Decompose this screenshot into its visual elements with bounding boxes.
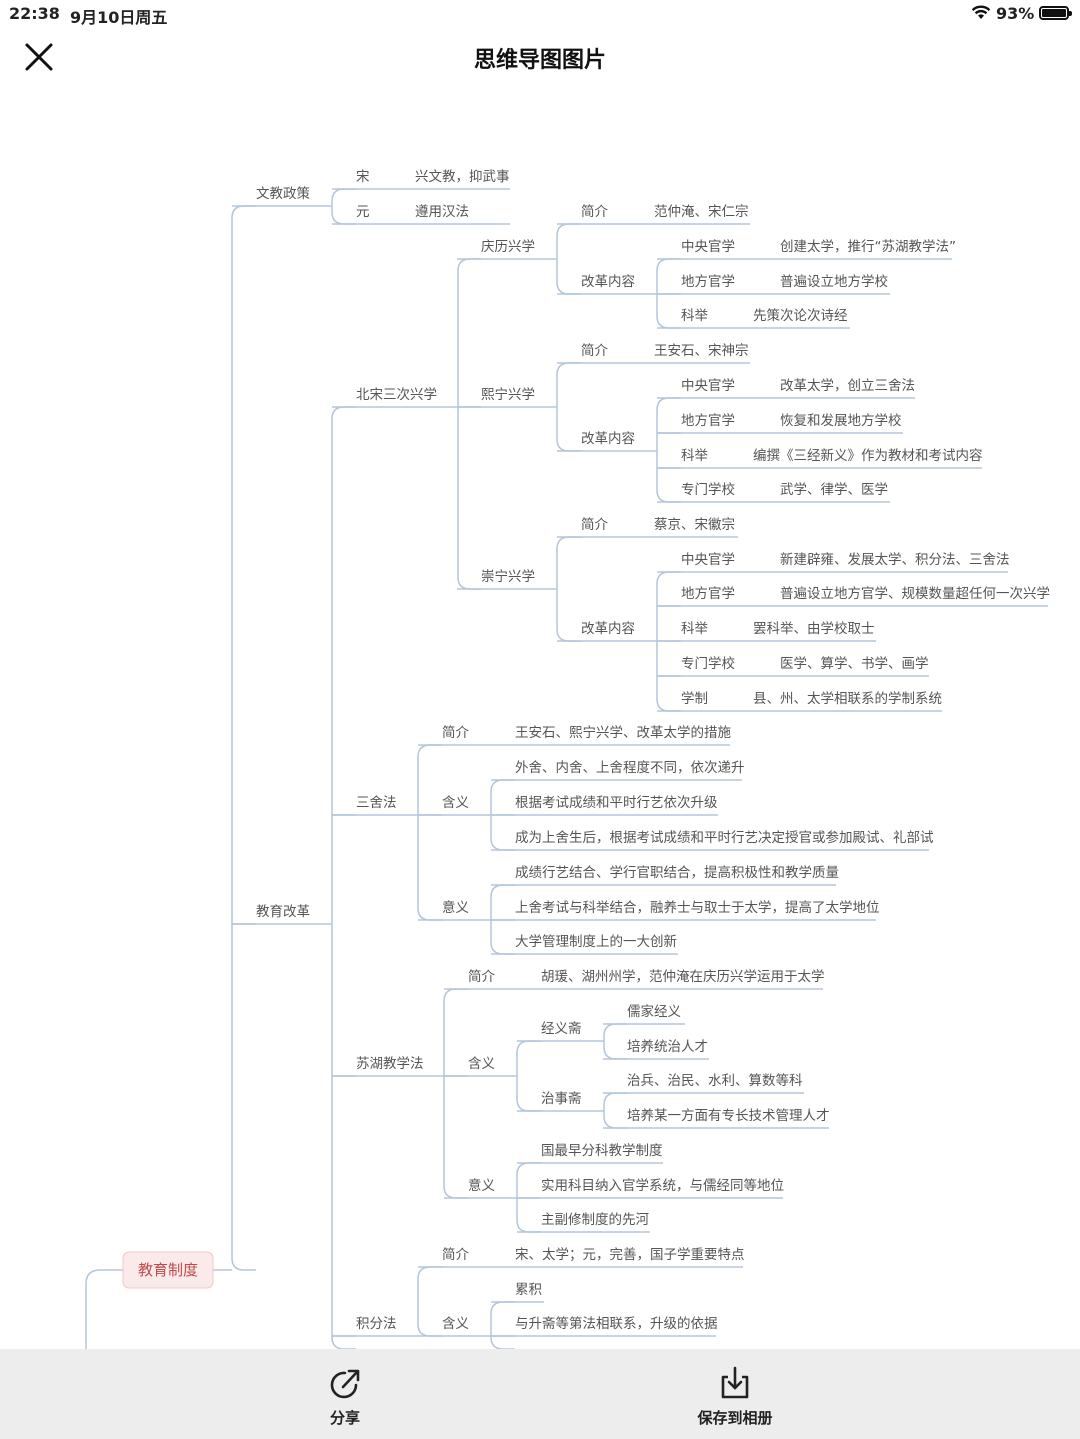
mindmap-node-n-xining: 熙宁兴学 xyxy=(481,386,535,403)
mindmap-node-n-xn-kj: 科举 xyxy=(681,448,709,464)
mindmap-node-n-ql-jj-v: 范仲淹、宋仁宗 xyxy=(654,204,749,220)
mindmap-node-n-cn-df: 地方官学 xyxy=(681,586,735,602)
mindmap-node-n-ql-kj-v: 先策次论次诗经 xyxy=(753,307,848,324)
mindmap-node-n-sh-zsz2: 培养某一方面有专长技术管理人才 xyxy=(627,1108,830,1124)
mindmap-node-n-cn-zm-v: 医学、算学、书学、画学 xyxy=(780,656,929,672)
mindmap-node-n-sh-hy: 含义 xyxy=(468,1056,495,1072)
mindmap-node-n-ss-yy: 意义 xyxy=(442,899,469,916)
mindmap-node-n-jiaoyugaige: 教育改革 xyxy=(256,904,310,920)
mindmap-node-n-yuan: 元 xyxy=(356,204,370,220)
mindmap-node-n-ss-hy2: 根据考试成绩和平时行艺依次升级 xyxy=(515,795,718,811)
mindmap-node-n-cn-zy-v: 新建辟雍、发展太学、积分法、三舍法 xyxy=(780,552,1010,568)
status-bar: 22:38 9月10日周五 93% xyxy=(0,0,1080,28)
mindmap-node-n-suhu: 苏湖教学法 xyxy=(356,1056,424,1072)
close-button[interactable] xyxy=(20,38,58,76)
mindmap-node-n-cn-jj-v: 蔡京、宋徽宗 xyxy=(654,517,735,533)
mindmap-node-n-yuan-v: 遵用汉法 xyxy=(415,203,469,220)
mindmap-node-n-cn-kj: 科举 xyxy=(681,621,709,637)
mindmap-node-n-song-v: 兴文教，抑武事 xyxy=(415,169,510,185)
battery-percent: 93% xyxy=(996,4,1035,23)
mindmap-node-n-xn-zy: 中央官学 xyxy=(681,378,735,394)
mindmap-node-n-xn-df-v: 恢复和发展地方学校 xyxy=(780,412,902,429)
mindmap-node-n-jf-jj: 简介 xyxy=(442,1246,469,1263)
wifi-icon xyxy=(971,5,991,25)
mindmap-node-n-beisong: 北宋三次兴学 xyxy=(356,387,437,403)
mindmap-node-n-sh-zsz1: 治兵、治民、水利、算数等科 xyxy=(627,1072,803,1089)
mindmap-node-n-ss-hy: 含义 xyxy=(442,795,469,811)
mindmap-node-n-song: 宋 xyxy=(356,169,370,185)
close-icon xyxy=(25,43,53,71)
mindmap-node-n-xn-gg: 改革内容 xyxy=(581,430,635,447)
share-button[interactable]: 分享 xyxy=(295,1349,395,1439)
mindmap-node-n-cn-jj: 简介 xyxy=(581,516,609,533)
mindmap-node-n-cn-kj-v: 罢科举、由学校取士 xyxy=(753,620,875,637)
mindmap-node-n-jifen: 积分法 xyxy=(356,1316,397,1332)
mindmap-node-n-xn-jj: 简介 xyxy=(581,342,609,359)
status-date: 9月10日周五 xyxy=(70,8,168,27)
mindmap-node-n-jf-hy1: 累积 xyxy=(515,1282,542,1298)
page-title: 思维导图图片 xyxy=(473,48,606,73)
bottom-toolbar: 分享 保存到相册 xyxy=(0,1349,1080,1439)
share-label: 分享 xyxy=(329,1409,360,1427)
mindmap-node-n-ss-yy3: 大学管理制度上的一大创新 xyxy=(515,934,677,950)
mindmap-node-n-ql-zy-v: 创建太学，推行“苏湖教学法” xyxy=(780,239,956,255)
mindmap-node-n-sh-yy: 意义 xyxy=(468,1177,495,1194)
mindmap-node-n-qingli: 庆历兴学 xyxy=(481,239,535,255)
mindmap-node-n-cn-df-v: 普遍设立地方官学、规模数量超任何一次兴学 xyxy=(780,586,1050,602)
mindmap-node-n-ql-jj: 简介 xyxy=(581,203,609,220)
mindmap-node-n-jiaoyuzhengce: 文教政策 xyxy=(256,185,310,202)
mindmap-node-n-xn-jj-v: 王安石、宋神宗 xyxy=(654,343,749,359)
mindmap-node-n-ss-jj-v: 王安石、熙宁兴学、改革太学的措施 xyxy=(515,724,731,741)
mindmap-node-n-xn-zm-v: 武学、律学、医学 xyxy=(780,482,888,498)
mindmap-node-n-ql-df-v: 普遍设立地方学校 xyxy=(780,273,888,290)
nav-bar: 思维导图图片 xyxy=(0,28,1080,88)
mindmap-node-n-sh-jj: 简介 xyxy=(468,968,495,985)
mindmap-node-n-sh-yy1: 国最早分科教学制度 xyxy=(541,1143,663,1159)
mindmap-node-n-ss-hy3: 成为上舍生后，根据考试成绩和平时行艺决定授官或参加殿试、礼部试 xyxy=(515,829,934,846)
mindmap-node-n-jf-jj-v: 宋、太学；元，完善，国子学重要特点 xyxy=(515,1247,745,1263)
mindmap-node-n-cn-xz-v: 县、州、太学相联系的学制系统 xyxy=(753,691,942,707)
mindmap-node-n-ss-yy1: 成绩行艺结合、学行官职结合，提高积极性和教学质量 xyxy=(515,864,839,881)
mindmap-node-n-jf-hy2: 与升斋等第法相联系，升级的依据 xyxy=(515,1315,718,1332)
mindmap-node-n-xn-df: 地方官学 xyxy=(681,413,735,429)
status-time: 22:38 xyxy=(9,4,60,23)
mindmap-node-n-ss-hy1: 外舍、内舍、上舍程度不同，依次递升 xyxy=(515,760,745,776)
save-label: 保存到相册 xyxy=(697,1409,773,1427)
mindmap-node-n-cn-gg: 改革内容 xyxy=(581,620,635,637)
mindmap: 教育制度 文教政策宋兴文教，抑武事元遵用汉法教育改革北宋三次兴学庆历兴学简介范仲… xyxy=(85,169,1050,1349)
mindmap-node-n-sh-jj-v: 胡瑗、湖州州学，范仲淹在庆历兴学运用于太学 xyxy=(541,969,825,985)
mindmap-node-n-sh-jyz2: 培养统治人才 xyxy=(627,1039,708,1055)
mindmap-node-n-ql-kj: 科举 xyxy=(681,308,709,324)
mindmap-node-n-sh-jyz1: 儒家经义 xyxy=(627,1003,681,1020)
mindmap-root: 教育制度 xyxy=(122,1251,214,1289)
mindmap-node-n-cn-xz: 学制 xyxy=(681,691,708,707)
save-to-album-button[interactable]: 保存到相册 xyxy=(680,1349,790,1439)
mindmap-node-n-jf-hy: 含义 xyxy=(442,1316,469,1332)
mindmap-node-n-ss-yy2: 上舍考试与科举结合，融养士与取士于太学，提高了太学地位 xyxy=(515,899,880,916)
mindmap-node-n-ql-df: 地方官学 xyxy=(681,274,735,290)
mindmap-node-n-ss-jj: 简介 xyxy=(442,724,469,741)
mindmap-node-n-xn-kj-v: 编撰《三经新义》作为教材和考试内容 xyxy=(753,447,983,464)
mindmap-node-n-sh-yy2: 实用科目纳入官学系统，与儒经同等地位 xyxy=(541,1177,784,1194)
root-node-label: 教育制度 xyxy=(138,1261,198,1279)
mindmap-node-n-ql-zy: 中央官学 xyxy=(681,239,735,255)
mindmap-node-n-ql-gg: 改革内容 xyxy=(581,273,635,290)
download-icon xyxy=(721,1366,749,1399)
mindmap-node-n-cn-zm: 专门学校 xyxy=(681,655,735,672)
mindmap-node-n-sanshe: 三舍法 xyxy=(356,795,397,811)
share-icon xyxy=(330,1369,360,1399)
mindmap-node-n-xn-zy-v: 改革太学，创立三舍法 xyxy=(780,378,915,394)
mindmap-node-n-cn-zy: 中央官学 xyxy=(681,552,735,568)
mindmap-node-n-sh-jyz: 经义斋 xyxy=(541,1020,582,1037)
mindmap-node-n-sh-zsz: 治事斋 xyxy=(541,1090,582,1107)
mindmap-node-n-xn-zm: 专门学校 xyxy=(681,481,735,498)
battery-icon xyxy=(1039,6,1072,20)
mindmap-node-n-sh-yy3: 主副修制度的先河 xyxy=(541,1212,649,1228)
mindmap-node-n-chongning: 崇宁兴学 xyxy=(481,568,535,585)
